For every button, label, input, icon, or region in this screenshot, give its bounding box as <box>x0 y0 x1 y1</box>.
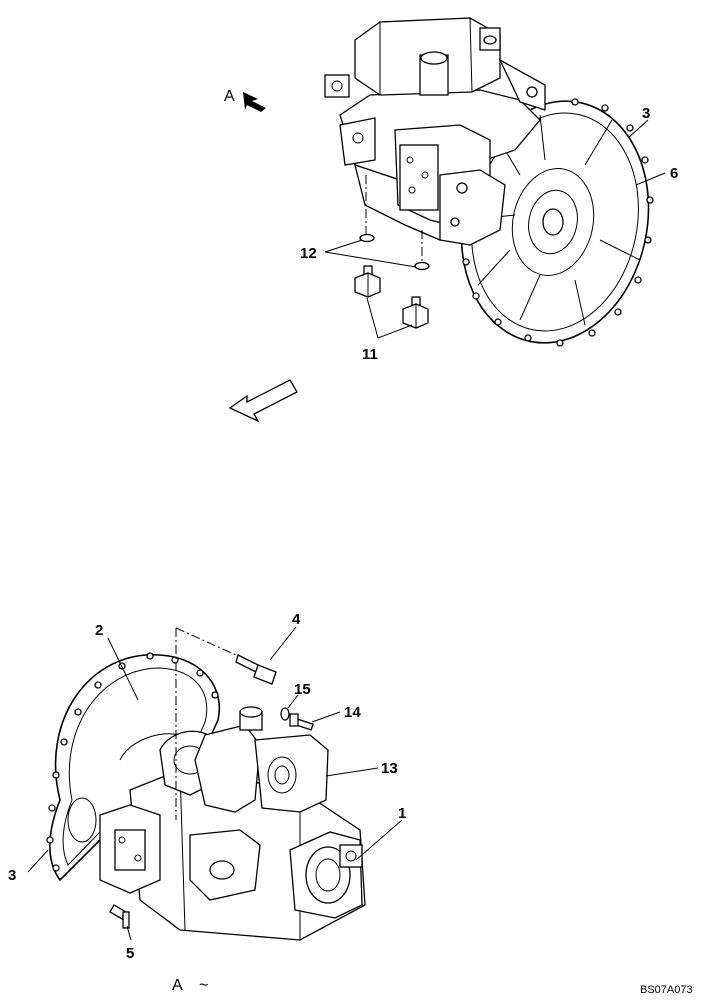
bolt-14 <box>289 713 314 731</box>
washer-15 <box>280 707 290 721</box>
bottom-pump-body <box>99 706 366 941</box>
drawing-code: BS07A073 <box>640 984 693 996</box>
callout-11: 11 <box>362 346 378 363</box>
callout-3-top: 3 <box>642 105 650 122</box>
top-pump-body <box>324 17 546 246</box>
o-rings-12 <box>359 233 430 271</box>
view-a-label: A <box>224 88 235 105</box>
bottom-leader-lines <box>27 626 403 941</box>
view-a-arrow <box>243 92 266 112</box>
top-pump-assembly <box>243 17 666 347</box>
adapters-11 <box>354 265 429 329</box>
callout-13: 13 <box>381 760 398 777</box>
callout-12: 12 <box>300 245 317 262</box>
callout-5: 5 <box>126 945 134 962</box>
callout-14: 14 <box>344 704 361 721</box>
view-a-caption: A <box>172 977 183 994</box>
callout-6: 6 <box>670 165 678 182</box>
callout-2: 2 <box>95 622 103 639</box>
bolt-5 <box>109 904 130 929</box>
bottom-pump-assembly <box>27 626 403 941</box>
callout-15: 15 <box>294 681 311 698</box>
bolt-4 <box>235 654 277 685</box>
front-direction-arrow <box>228 379 298 423</box>
callout-3-bottom: 3 <box>8 867 16 884</box>
callout-1: 1 <box>398 805 406 822</box>
bottom-centerline-2 <box>175 627 237 656</box>
bottom-bell-housing <box>46 652 221 882</box>
top-bell-housing <box>460 98 654 347</box>
view-a-caption-mark: ~ <box>199 977 208 994</box>
top-leader-lines <box>324 119 666 339</box>
callout-4: 4 <box>292 611 301 628</box>
